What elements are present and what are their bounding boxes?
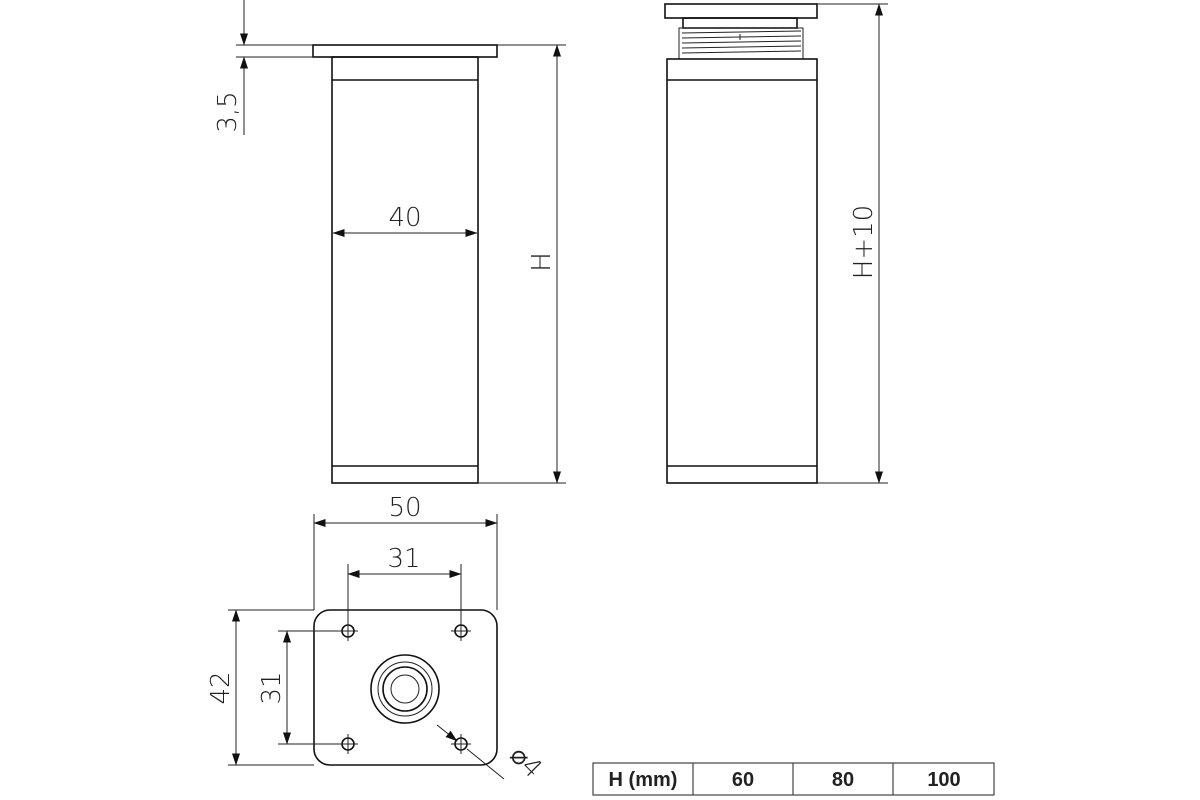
plate-thickness-label: 3,5 bbox=[213, 91, 243, 132]
hole-spacing-x-label: 31 bbox=[387, 544, 420, 574]
height-table: H (mm) 60 80 100 bbox=[592, 762, 995, 796]
plate-depth-dimension: 42 bbox=[206, 609, 314, 766]
tube-width-dimension: 40 bbox=[332, 203, 478, 237]
mounting-plate-top-view bbox=[313, 609, 498, 766]
table-cell: 100 bbox=[927, 769, 960, 791]
height-label: H bbox=[527, 252, 557, 272]
height-dimension: H bbox=[478, 44, 566, 484]
leg-adjustable-view bbox=[664, 3, 818, 484]
leg-front-view bbox=[312, 44, 498, 484]
table-cell: 60 bbox=[732, 769, 754, 791]
plate-depth-label: 42 bbox=[206, 671, 236, 704]
adjusted-height-dimension: H+10 bbox=[817, 3, 888, 484]
table-cell: 80 bbox=[832, 769, 854, 791]
hole-spacing-x-dimension: 31 bbox=[347, 544, 462, 625]
hole-spacing-y-dimension: 31 bbox=[257, 630, 342, 745]
plate-width-label: 50 bbox=[388, 493, 421, 523]
table-header-cell: H (mm) bbox=[609, 769, 678, 791]
tube-width-label: 40 bbox=[388, 203, 421, 233]
hole-diameter-label: ⌀4 bbox=[504, 740, 548, 784]
hole-diameter-callout: ⌀4 bbox=[436, 724, 548, 784]
plate-width-dimension: 50 bbox=[313, 493, 498, 610]
adjusted-height-label: H+10 bbox=[849, 205, 879, 279]
mounting-hole bbox=[451, 734, 471, 754]
thread bbox=[678, 27, 804, 60]
hole-spacing-y-label: 31 bbox=[257, 671, 287, 704]
plate-thickness-dimension: 3,5 bbox=[213, 0, 313, 135]
